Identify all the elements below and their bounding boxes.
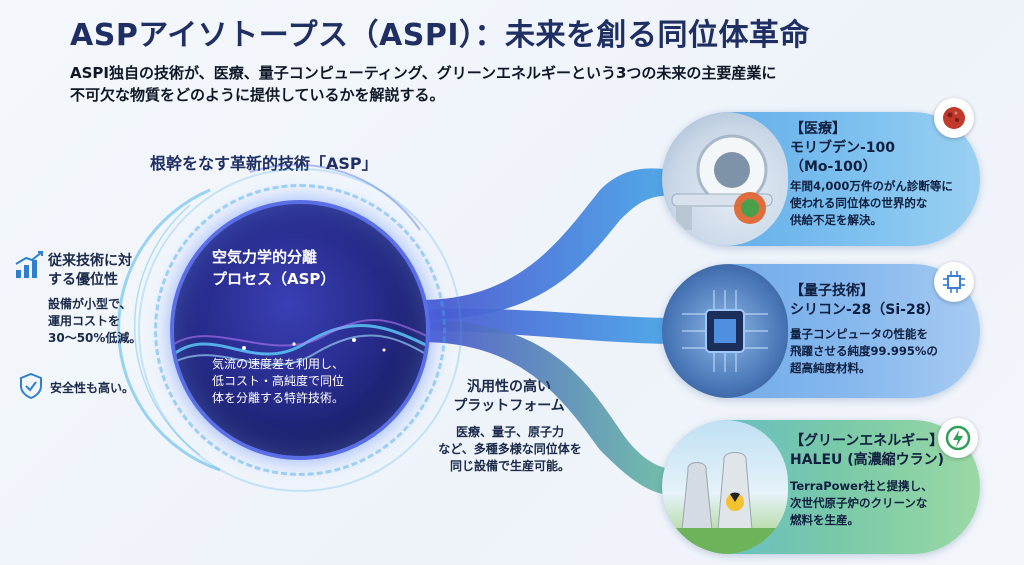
core-title: 空気力学的分離 プロセス（ASP） [212, 246, 392, 290]
advantage-desc-line: 30〜50%低減。 [48, 331, 142, 345]
green-heading-line: 【グリーンエネルギー】 [790, 433, 944, 449]
medical-desc-line: 供給不足を解決。 [790, 213, 882, 227]
quantum-desc-line: 量子コンピュータの性能を [790, 327, 928, 341]
ribbon-quantum [420, 308, 680, 344]
chip-illustration [662, 264, 788, 398]
medical-desc-line: 年間4,000万件のがん診断等に [790, 179, 953, 193]
core-desc-line: 気流の速度差を利用し、 [212, 357, 345, 371]
advantage-desc-line: 運用コストを [48, 314, 121, 328]
card-quantum: 【量子技術】 シリコン-28（Si-28） 量子コンピュータの性能を 飛躍させる… [662, 264, 980, 398]
green-heading-line: HALEU (高濃縮ウラン) [790, 452, 945, 468]
core-orb: 空気力学的分離 プロセス（ASP） 気流の速度差を利用し、 低コスト・高純度で同… [138, 168, 462, 492]
lightning-icon [938, 418, 978, 458]
quantum-desc-line: 超高純度材料。 [790, 361, 871, 375]
green-desc-line: 次世代原子炉のクリーンな [790, 496, 928, 510]
quantum-description: 量子コンピュータの性能を 飛躍させる純度99.995%の 超高純度材料。 [790, 326, 970, 377]
airflow-wave-graphic [174, 319, 426, 366]
ribbon-green [420, 320, 680, 496]
quantum-heading: 【量子技術】 シリコン-28（Si-28） [790, 282, 970, 320]
orb-outer-ring [138, 168, 462, 492]
platform-title-line: プラットフォーム [453, 398, 565, 414]
orb-ring [154, 184, 446, 476]
advantage-title-line: する優位性 [48, 272, 118, 288]
advantage-description: 設備が小型で、 運用コストを 30〜50%低減。 [48, 296, 148, 347]
mri-scanner-illustration [662, 112, 788, 246]
medical-description: 年間4,000万件のがん診断等に 使われる同位体の世界的な 供給不足を解決。 [790, 178, 970, 229]
advantage-title-line: 従来技術に対 [48, 253, 132, 269]
advantage-title: 従来技術に対 する優位性 [48, 252, 148, 290]
green-description: TerraPower社と提携し、 次世代原子炉のクリーンな 燃料を生産。 [790, 478, 970, 529]
card-medical: 【医療】 モリブデン-100 （Mo-100） 年間4,000万件のがん診断等に… [662, 112, 980, 246]
cell-icon [934, 98, 974, 138]
circuit-chip-icon [934, 262, 974, 302]
platform-title-line: 汎用性の高い [467, 379, 551, 395]
nuclear-plant-illustration [662, 420, 788, 554]
safety-advantage: 安全性も高い。 [50, 381, 135, 395]
medical-heading-line: 【医療】 [790, 121, 846, 137]
platform-desc-line: 同じ設備で生産可能。 [449, 459, 570, 473]
platform-desc-line: 医療、量子、原子力 [455, 425, 564, 439]
card-green-energy: 【グリーンエネルギー】 HALEU (高濃縮ウラン) TerraPower社と提… [662, 420, 980, 554]
medical-heading-line: （Mo-100） [790, 159, 877, 175]
core-desc-line: 体を分離する特許技術。 [212, 391, 345, 405]
ribbon-medical [420, 168, 680, 320]
page-subtitle: ASPI独自の技術が、医療、量子コンピューティング、グリーンエネルギーという3つ… [70, 62, 970, 106]
shield-check-icon [20, 372, 42, 400]
medical-heading-line: モリブデン-100 [790, 140, 896, 156]
subtitle-line: ASPI独自の技術が、医療、量子コンピューティング、グリーンエネルギーという3つ… [70, 64, 777, 82]
advantage-desc-line: 設備が小型で、 [48, 297, 132, 311]
core-title-line: 空気力学的分離 [212, 248, 318, 266]
orb-body [170, 200, 430, 460]
core-heading: 根幹をなす革新的技術「ASP」 [150, 154, 378, 173]
quantum-heading-line: 【量子技術】 [790, 283, 874, 299]
quantum-heading-line: シリコン-28（Si-28） [790, 302, 940, 318]
platform-desc-line: など、多種多様な同位体を [438, 442, 582, 456]
green-heading: 【グリーンエネルギー】 HALEU (高濃縮ウラン) [790, 432, 970, 470]
bar-chart-icon [15, 251, 43, 278]
medical-heading: 【医療】 モリブデン-100 （Mo-100） [790, 120, 970, 177]
medical-desc-line: 使われる同位体の世界的な [790, 196, 928, 210]
green-desc-line: 燃料を生産。 [790, 513, 859, 527]
core-desc-line: 低コスト・高純度で同位 [212, 374, 345, 388]
core-description: 気流の速度差を利用し、 低コスト・高純度で同位 体を分離する特許技術。 [212, 356, 402, 407]
subtitle-line: 不可欠な物質をどのように提供しているかを解説する。 [70, 86, 445, 104]
core-title-line: プロセス（ASP） [212, 270, 336, 288]
platform-description: 医療、量子、原子力 など、多種多様な同位体を 同じ設備で生産可能。 [420, 424, 600, 475]
green-desc-line: TerraPower社と提携し、 [790, 479, 933, 493]
quantum-desc-line: 飛躍させる純度99.995%の [790, 344, 938, 358]
orb-arc-left [117, 188, 221, 472]
page-title: ASPアイソトープス（ASPI）：未来を創る同位体革命 [70, 18, 810, 53]
platform-title: 汎用性の高い プラットフォーム [444, 378, 574, 416]
